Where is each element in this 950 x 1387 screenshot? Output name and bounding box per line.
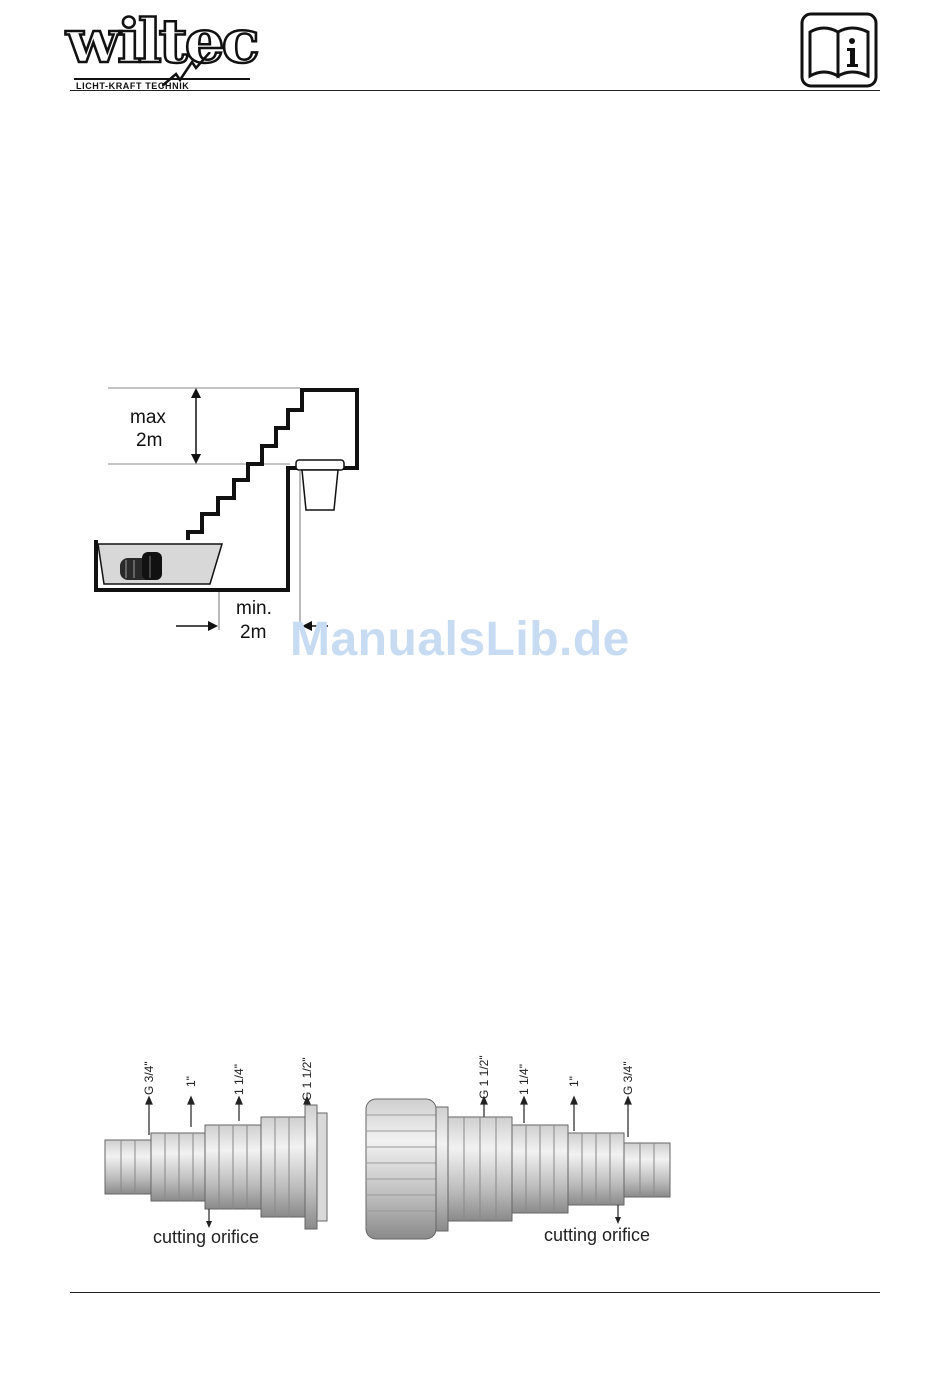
adapter-segment	[105, 1140, 151, 1194]
adapter-segment	[261, 1117, 305, 1217]
adapter-flange	[305, 1105, 317, 1229]
size-label-1: 1"	[567, 1076, 581, 1087]
cutting-orifice-label-right: cutting orifice	[544, 1225, 650, 1245]
hose-adapter-right-diagram: G 1 1/2" 1 1/4" 1" G 3/4" cutting orific…	[360, 1055, 680, 1255]
distance-label-2m: 2m	[240, 622, 266, 643]
pump-height-diagram: max 2m min. 2m	[90, 380, 380, 650]
info-manual-icon	[800, 12, 878, 88]
adapter-flange	[436, 1107, 448, 1231]
height-label-max: max	[130, 407, 166, 428]
size-label-g34: G 3/4"	[621, 1061, 635, 1095]
cutting-orifice-label-left: cutting orifice	[153, 1227, 259, 1247]
size-label-114: 1 1/4"	[517, 1064, 531, 1095]
size-label-g112: G 1 1/2"	[477, 1055, 491, 1099]
header-rule	[70, 90, 880, 91]
adapter-segment	[624, 1143, 670, 1197]
size-label-1: 1"	[184, 1076, 198, 1087]
hose-adapter-left-diagram: G 3/4" 1" 1 1/4" G 1 1/2" cutting orific…	[95, 1055, 335, 1255]
fountain-bowl-icon	[296, 460, 344, 510]
size-label-114: 1 1/4"	[232, 1064, 246, 1095]
watermark: ManualsLib.de	[290, 612, 630, 667]
height-label-2m: 2m	[136, 430, 162, 451]
footer-rule	[70, 1292, 880, 1293]
size-label-g112: G 1 1/2"	[300, 1057, 314, 1101]
logo-underline	[74, 78, 250, 80]
distance-label-min: min.	[236, 598, 272, 619]
adapter-segment	[151, 1133, 205, 1201]
size-label-g34: G 3/4"	[142, 1061, 156, 1095]
adapter-nut	[366, 1099, 436, 1239]
wiltec-logo: wiltec LICHT-KRAFT TECHNIK	[66, 10, 256, 92]
